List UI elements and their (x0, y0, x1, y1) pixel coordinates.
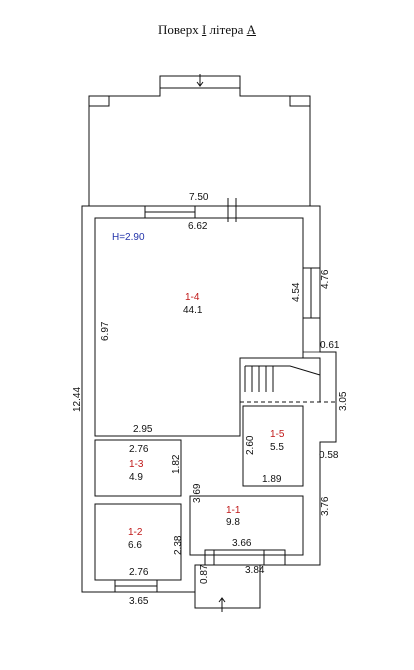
dim-3-66: 3.66 (232, 538, 252, 549)
stair-enclosure (240, 357, 321, 402)
room-1-4-area: 44.1 (183, 305, 203, 316)
title-middle: літера (206, 22, 247, 37)
dim-4-54: 4.54 (291, 282, 302, 302)
dim-12-44: 12.44 (72, 387, 83, 412)
height-label: H=2.90 (112, 232, 145, 243)
room-1-3-area: 4.9 (129, 472, 143, 483)
room-1-2-id: 1-2 (128, 527, 143, 538)
dim-4-76: 4.76 (320, 269, 331, 289)
dim-6-97: 6.97 (100, 321, 111, 341)
outer-wall (81, 205, 337, 593)
dim-1-82: 1.82 (171, 454, 182, 474)
dim-6-62: 6.62 (188, 221, 208, 232)
room-1-5-area: 5.5 (270, 442, 284, 453)
dim-3-84: 3.84 (245, 565, 265, 576)
dim-1-89: 1.89 (262, 474, 282, 485)
walls (81, 74, 337, 612)
room-1-1-outline (189, 495, 304, 556)
dim-0-87: 0.87 (199, 564, 210, 584)
bottom-entry-arrowhead-icon (218, 597, 226, 603)
dim-7-50: 7.50 (189, 192, 209, 203)
terrace-post-left (88, 95, 110, 107)
room-1-1-area: 9.8 (226, 517, 240, 528)
dim-2-60: 2.60 (245, 435, 256, 455)
terrace-outline (89, 75, 311, 206)
title-floor-numeral: I (201, 22, 207, 37)
room-1-2-area: 6.6 (128, 540, 142, 551)
title-letter: А (246, 22, 257, 37)
room-1-1-id: 1-1 (226, 505, 241, 516)
top-entry-arrowhead-icon (196, 81, 204, 87)
entry-steps (204, 549, 286, 566)
stairs-icon (244, 365, 321, 392)
dim-2-95: 2.95 (133, 424, 153, 435)
dim-2-38: 2.38 (173, 535, 184, 555)
dim-3-76: 3.76 (320, 496, 331, 516)
dim-2-76-bottom: 2.76 (129, 567, 149, 578)
dim-2-76-top: 2.76 (129, 444, 149, 455)
inner-wall (94, 217, 304, 437)
dim-3-05: 3.05 (338, 391, 349, 411)
dim-0-58: 0.58 (319, 450, 339, 461)
room-1-4-id: 1-4 (185, 292, 200, 303)
room-1-3-id: 1-3 (129, 459, 144, 470)
title-prefix: Поверх (157, 22, 202, 37)
dim-3-69: 3.69 (192, 483, 203, 503)
dim-0-61: 0.61 (320, 340, 340, 351)
plan-title: Поверх I літера А (0, 22, 414, 38)
dim-3-65: 3.65 (129, 596, 149, 607)
terrace-post-right (289, 95, 311, 107)
porch-outline (194, 565, 261, 609)
room-1-5-outline (242, 405, 304, 487)
room-1-5-id: 1-5 (270, 429, 285, 440)
